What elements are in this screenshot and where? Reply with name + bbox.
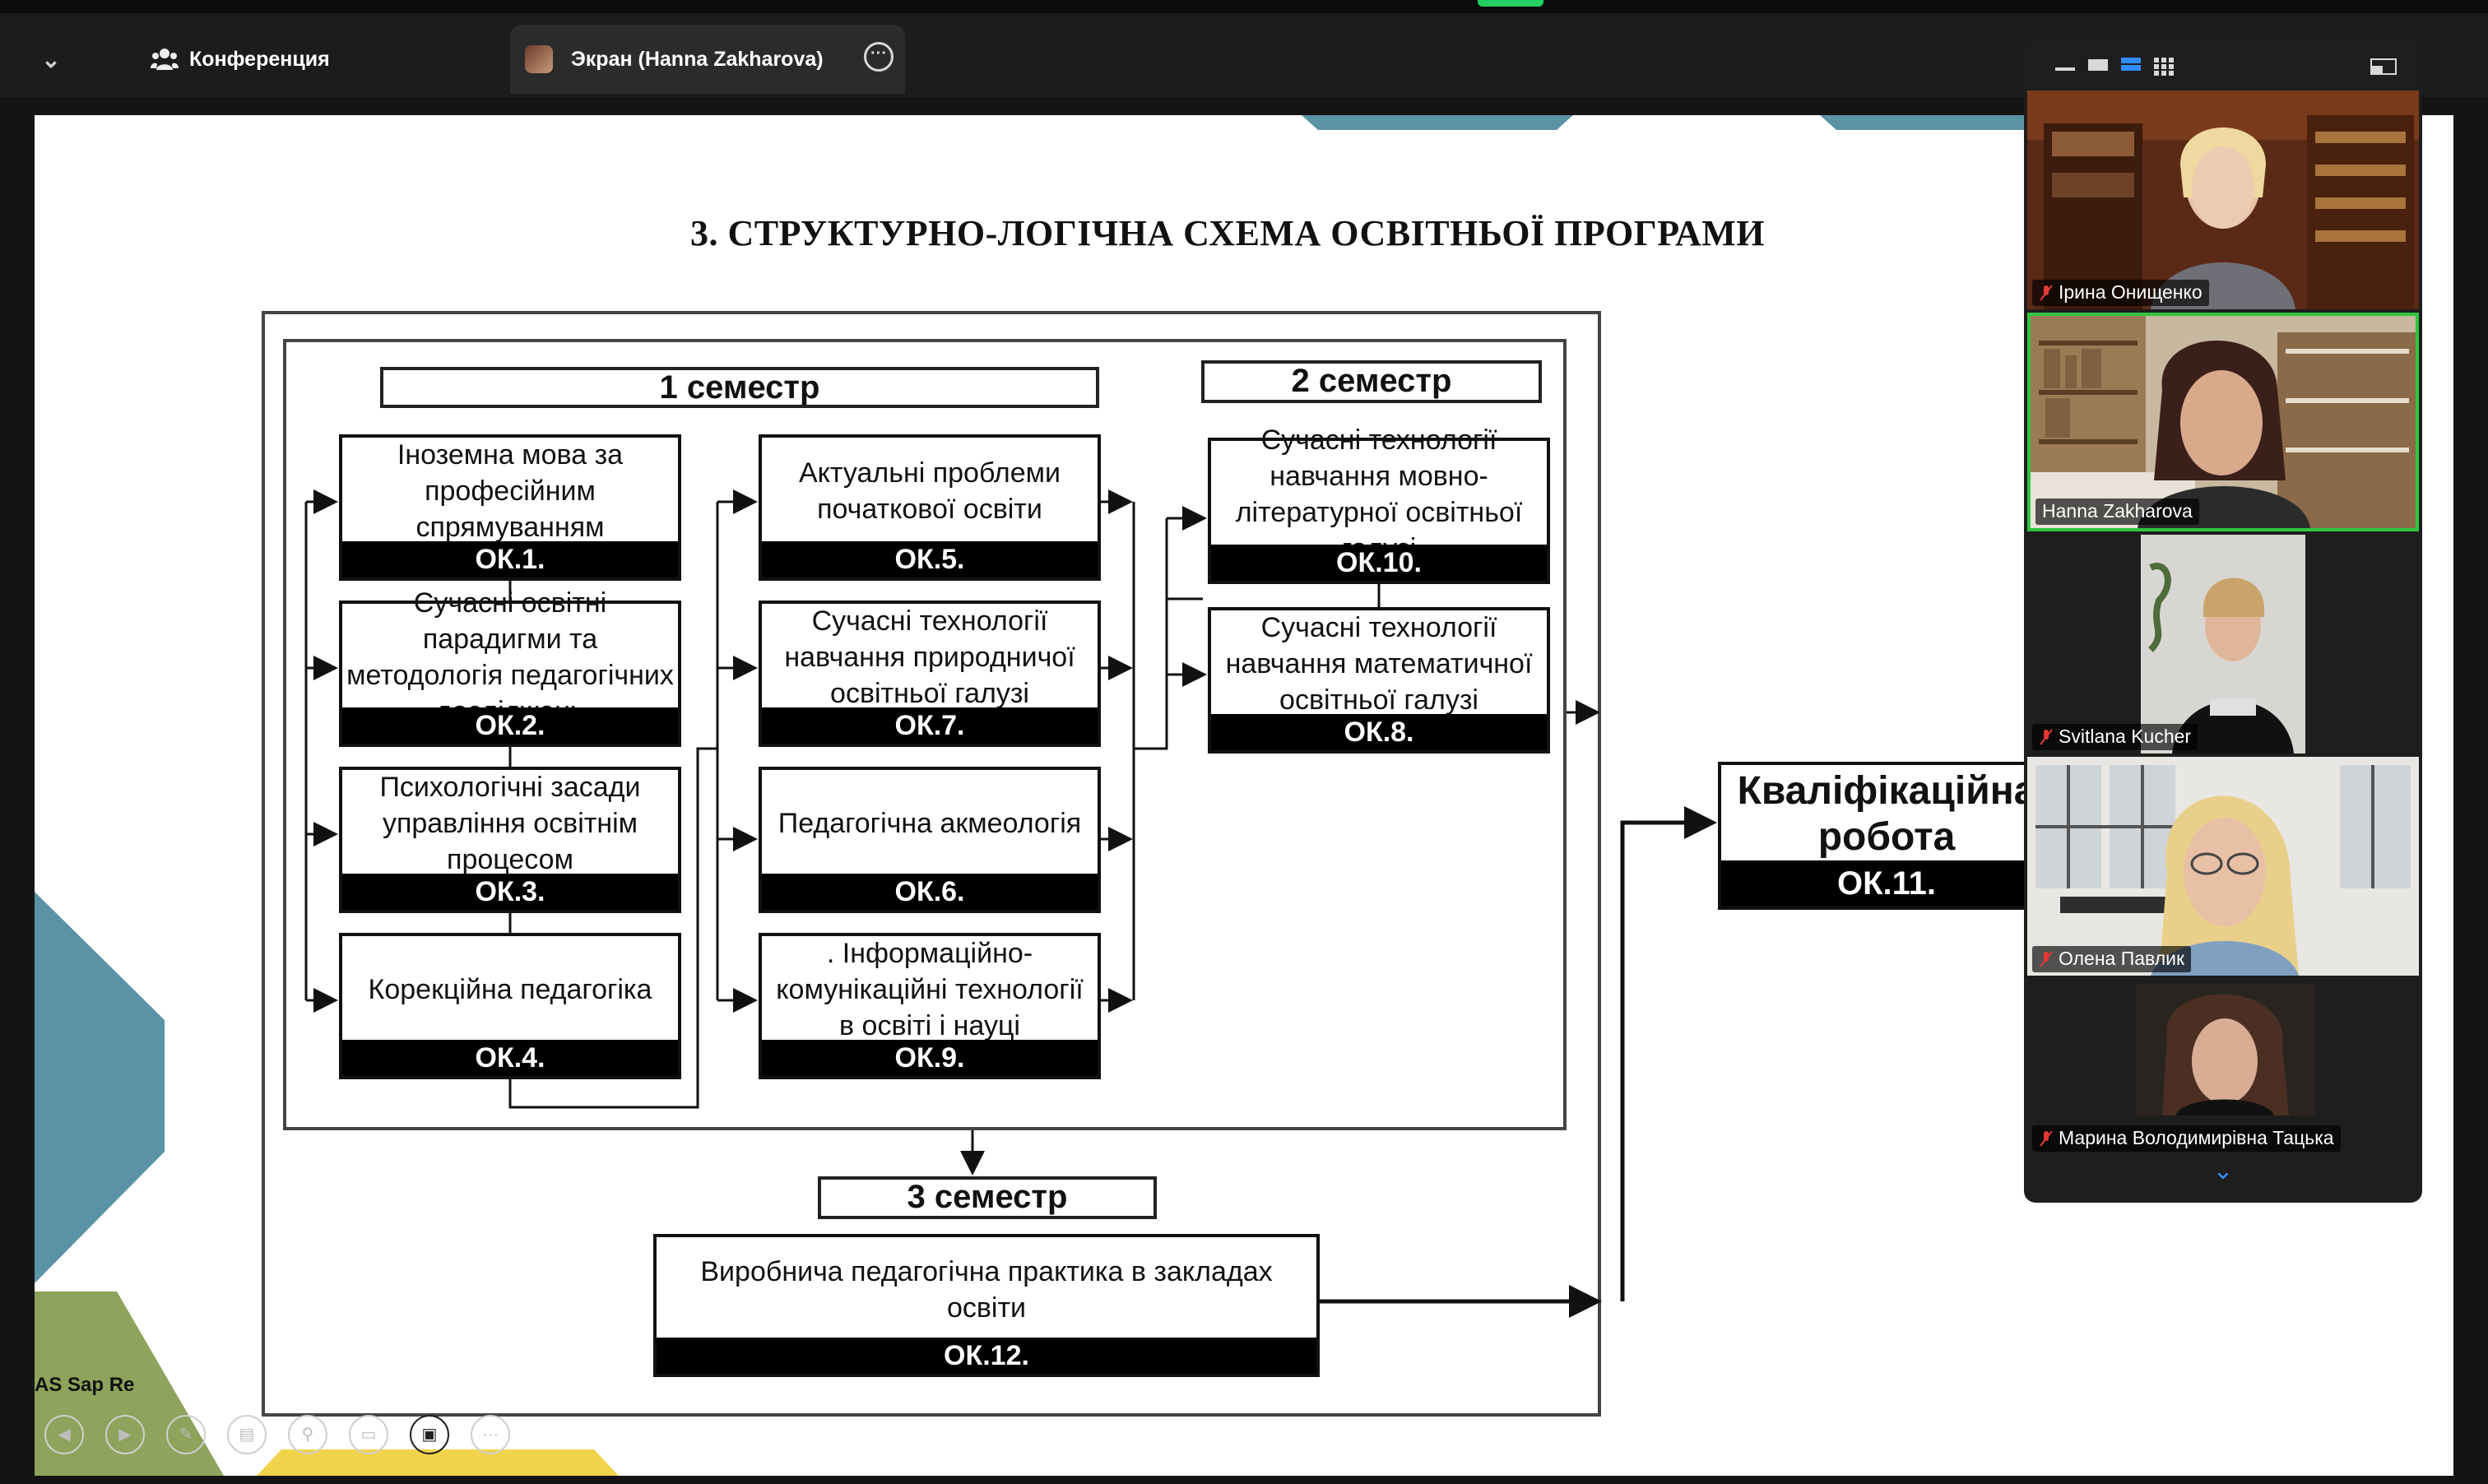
tab-screen-label: Экран (Hanna Zakharova) (571, 47, 824, 71)
course-code: ОК.3. (342, 874, 678, 910)
course-box-ok12: Виробнича педагогічна практика в заклада… (653, 1234, 1320, 1377)
semester-1-label: 1 семестр (380, 367, 1099, 408)
previous-slide-icon[interactable]: ◀ (44, 1415, 84, 1454)
participant-name-tag: Svitlana Kucher (2032, 724, 2198, 750)
course-code: ОК.7. (762, 707, 1098, 744)
course-title: Психологічні засади управління освітнім … (379, 772, 641, 875)
course-box-ok11: Кваліфікаційна робота ОК.11. (1718, 762, 2055, 910)
slides-icon[interactable]: ▤ (227, 1415, 267, 1454)
semester-2-label: 2 семестр (1201, 360, 1542, 403)
course-box-ok6: Педагогічна акмеологія ОК.6. (759, 767, 1101, 913)
video-feed (2027, 535, 2419, 754)
tab-conference-label: Конференция (189, 47, 330, 71)
participant-tile[interactable]: Ірина Онищенко (2027, 90, 2419, 309)
diagram-frame (262, 311, 1601, 1417)
mic-off-icon (2040, 950, 2053, 967)
pen-icon[interactable]: ✎ (166, 1415, 206, 1454)
participant-name: Hanna Zakharova (2042, 500, 2193, 522)
participant-tile[interactable]: Марина Володимирівна Тацька (2027, 979, 2419, 1158)
window-top-strip (0, 0, 2488, 13)
structure-diagram: 1 семестр 2 семестр 3 семестр Іноземна м… (35, 115, 2453, 1476)
course-title: Виробнича педагогічна практика в заклада… (700, 1256, 1273, 1324)
course-code: ОК.10. (1211, 545, 1547, 581)
minimize-icon[interactable] (2054, 56, 2077, 72)
camera-icon[interactable]: ▣ (410, 1415, 449, 1454)
participant-tile[interactable]: Олена Павлик (2027, 757, 2419, 976)
overlay-text: AS Sap Re (35, 1374, 135, 1396)
course-title: Кваліфікаційна робота (1737, 769, 2036, 859)
participant-tile[interactable]: Svitlana Kucher (2027, 535, 2419, 754)
participant-gallery: Ірина Онищенко Hanna Zakharova (2024, 38, 2422, 1203)
participant-name-tag: Hanna Zakharova (2035, 499, 2199, 525)
shared-slide: 3. СТРУКТУРНО-ЛОГІЧНА СХЕМА ОСВІТНЬОЇ ПР… (35, 115, 2453, 1476)
participant-name-tag: Марина Володимирівна Тацька (2032, 1125, 2341, 1152)
course-title: Іноземна мова за професійним спрямування… (397, 439, 624, 543)
course-box-ok8: Сучасні технології навчання математичної… (1208, 607, 1550, 754)
course-code: ОК.2. (342, 707, 678, 744)
semester-1-2-frame (283, 339, 1567, 1130)
course-title: Сучасні технології навчання математичної… (1225, 612, 1533, 716)
tab-shared-screen[interactable]: Экран (Hanna Zakharova) ··· (510, 25, 905, 94)
course-code: ОК.9. (762, 1040, 1098, 1076)
presentation-controls: ◀ ▶ ✎ ▤ ⚲ ▭ ▣ ··· (44, 1415, 510, 1454)
people-icon (140, 47, 189, 72)
zoom-icon[interactable]: ⚲ (288, 1415, 327, 1454)
participant-name: Svitlana Kucher (2059, 726, 2192, 747)
next-slide-icon[interactable]: ▶ (105, 1415, 145, 1454)
participant-name-tag: Ірина Онищенко (2032, 280, 2209, 306)
mic-off-icon (2040, 728, 2053, 745)
course-box-ok9: . Інформаційно-комунікаційні технології … (759, 933, 1101, 1079)
course-code: ОК.6. (762, 874, 1098, 910)
chevron-down-icon[interactable]: ⌄ (41, 46, 61, 72)
mic-off-icon (2040, 1129, 2053, 1147)
participant-name-tag: Олена Павлик (2032, 946, 2192, 972)
course-box-ok3: Психологічні засади управління освітнім … (339, 767, 681, 913)
course-title: Педагогічна акмеологія (778, 808, 1082, 839)
course-code: ОК.1. (342, 541, 678, 577)
participant-name: Олена Павлик (2059, 948, 2185, 969)
course-box-ok4: Корекційна педагогіка ОК.4. (339, 933, 681, 1079)
course-title: Сучасні освітні парадигми та методологія… (346, 587, 674, 727)
course-box-ok2: Сучасні освітні парадигми та методологія… (339, 587, 681, 747)
participant-name: Ірина Онищенко (2059, 281, 2203, 303)
video-feed (2027, 90, 2419, 309)
course-title: Корекційна педагогіка (368, 974, 652, 1005)
tab-conference[interactable]: ⌄ Конференция (0, 25, 502, 94)
mic-off-icon (2040, 284, 2053, 301)
course-title: Сучасні технології навчання природничої … (784, 605, 1075, 709)
sharing-indicator[interactable] (1478, 0, 1543, 7)
scroll-down-chevron-icon[interactable]: ⌄ (2212, 1157, 2234, 1185)
semester-3-label: 3 семестр (818, 1176, 1157, 1219)
course-box-ok5: Актуальні проблеми початкової освіти ОК.… (759, 434, 1101, 581)
course-title: . Інформаційно-комунікаційні технології … (776, 938, 1084, 1041)
course-code: ОК.12. (657, 1338, 1316, 1374)
course-box-ok7: Сучасні технології навчання природничої … (759, 601, 1101, 747)
course-box-ok1: Іноземна мова за професійним спрямування… (339, 434, 681, 581)
participant-tile-active-speaker[interactable]: Hanna Zakharova (2027, 313, 2419, 531)
course-code: ОК.4. (342, 1040, 678, 1076)
grid-view-icon[interactable] (2152, 56, 2175, 76)
single-view-icon[interactable] (2086, 56, 2110, 72)
more-options-icon[interactable]: ··· (471, 1415, 510, 1454)
course-code: ОК.5. (762, 541, 1098, 577)
side-by-side-icon[interactable] (2370, 56, 2397, 76)
subtitles-icon[interactable]: ▭ (349, 1415, 388, 1454)
course-title: Сучасні технології навчання мовно-літера… (1235, 424, 1523, 564)
course-code: ОК.8. (1211, 714, 1547, 750)
gallery-toolbar (2024, 38, 2422, 89)
course-box-ok10: Сучасні технології навчання мовно-літера… (1208, 424, 1550, 584)
more-icon[interactable]: ··· (864, 42, 894, 72)
strip-view-icon[interactable] (2119, 56, 2142, 72)
slide-title: 3. СТРУКТУРНО-ЛОГІЧНА СХЕМА ОСВІТНЬОЇ ПР… (690, 213, 1765, 253)
course-title: Актуальні проблеми початкової освіти (798, 457, 1061, 525)
avatar (525, 45, 553, 73)
video-feed (2031, 316, 2416, 528)
video-feed (2027, 757, 2419, 976)
course-code: ОК.11. (1721, 860, 2052, 907)
participant-name: Марина Володимирівна Тацька (2059, 1127, 2334, 1148)
